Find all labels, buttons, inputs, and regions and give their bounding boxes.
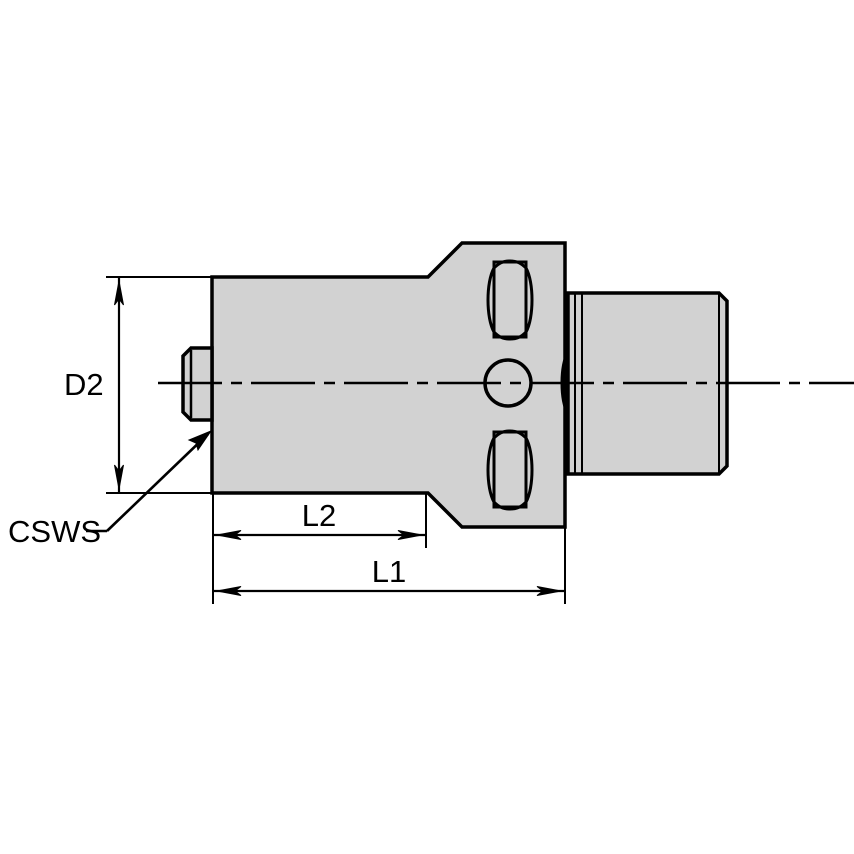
lower-slot-rect xyxy=(492,430,528,509)
dimension-l1: L1 xyxy=(212,527,566,604)
upper-slot-rect xyxy=(492,260,528,339)
lower-slot-right-arc xyxy=(524,437,534,503)
lower-slot-bottom-arc xyxy=(492,500,528,511)
lower-slot xyxy=(486,429,534,511)
upper-slot-right-arc xyxy=(524,267,534,333)
upper-slot-bottom-arc xyxy=(492,330,528,341)
d2-arrow-bottom xyxy=(114,464,124,490)
l2-label: L2 xyxy=(302,498,336,533)
d2-label: D2 xyxy=(64,367,104,402)
drawing-content: D2 L2 L1 xyxy=(8,241,854,604)
l1-arrow-right xyxy=(536,586,562,596)
l2-arrow-left xyxy=(216,530,242,540)
l2-arrow-right xyxy=(397,530,423,540)
lower-slot-top-arc xyxy=(492,429,528,440)
csws-leader-line xyxy=(106,433,209,532)
dimension-d2: D2 xyxy=(64,276,225,494)
dimension-l2: L2 xyxy=(212,493,427,548)
callout-csws: CSWS xyxy=(8,429,213,549)
upper-slot-left-arc xyxy=(486,267,496,333)
d2-arrow-top xyxy=(114,280,124,306)
upper-slot-top-arc xyxy=(492,259,528,270)
csws-label: CSWS xyxy=(8,514,101,549)
l1-label: L1 xyxy=(372,554,406,589)
csws-leader-arrow xyxy=(187,429,213,452)
upper-slot xyxy=(486,259,534,341)
l1-arrow-left xyxy=(216,586,242,596)
lower-slot-left-arc xyxy=(486,437,496,503)
